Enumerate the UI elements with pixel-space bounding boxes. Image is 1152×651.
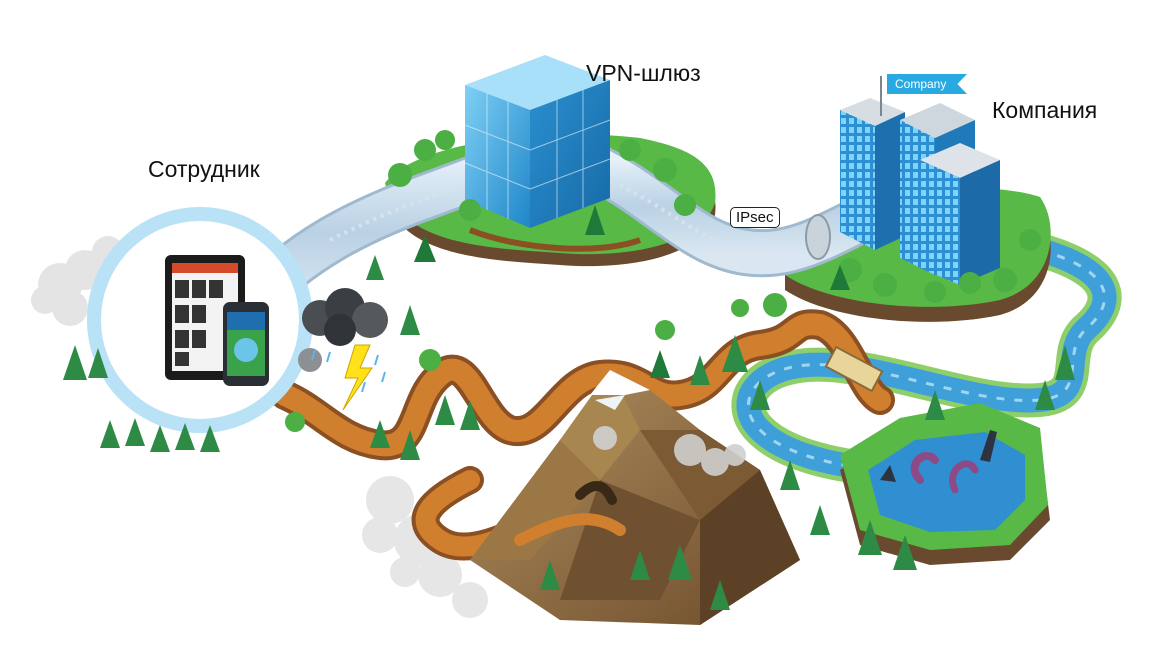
vpn-gateway-cube: [464, 55, 611, 228]
device-phone: [223, 302, 269, 386]
trees-dark: [414, 205, 850, 378]
lake-island: [840, 403, 1050, 565]
trees: [63, 255, 1075, 610]
bridge: [824, 345, 884, 393]
company-flag: Company: [887, 74, 967, 94]
company-label: Компания: [992, 97, 1098, 123]
storm-cloud: [298, 288, 388, 411]
ipsec-tunnel-label: IPsec: [730, 207, 780, 228]
mountain-clouds: [593, 426, 746, 476]
vpn-gateway-label: VPN-шлюз: [586, 60, 701, 86]
employee-label: Сотрудник: [148, 156, 260, 182]
company-building: [840, 76, 1000, 285]
trees-round: [285, 130, 1041, 432]
river: [731, 233, 1122, 487]
mountain: [470, 370, 800, 625]
